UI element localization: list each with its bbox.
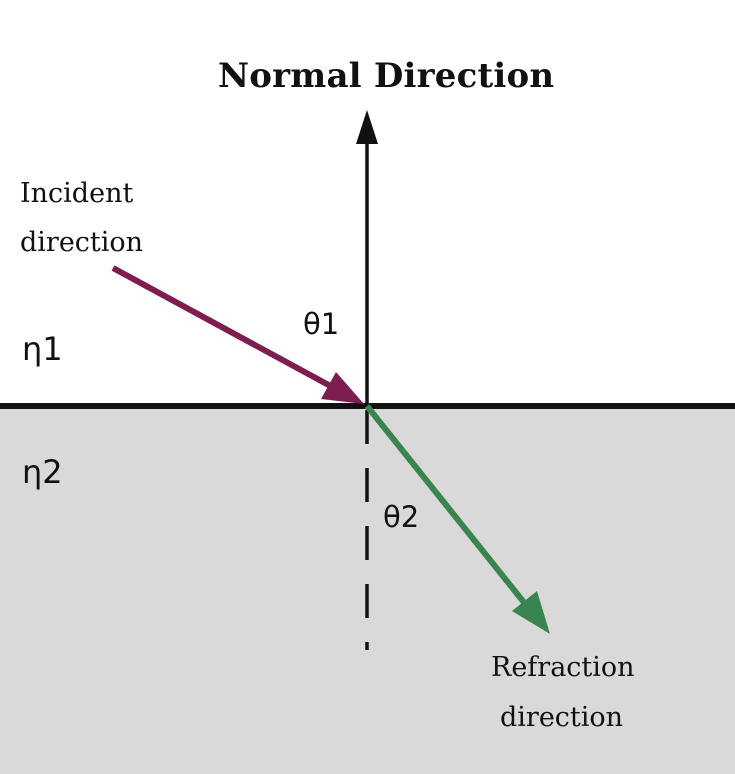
diagram-title: Normal Direction <box>218 56 555 96</box>
refraction-ray <box>364 404 533 612</box>
normal-arrowhead <box>356 110 378 144</box>
refraction-label-line-1: Refraction <box>491 652 635 683</box>
incident-label-line-2: direction <box>20 227 144 258</box>
refraction-angle-label: θ2 <box>383 500 420 534</box>
incident-label-line-1: Incident <box>20 178 134 209</box>
refraction-label-line-2: direction <box>500 702 624 733</box>
incident-ray <box>111 265 338 392</box>
incident-angle-label: θ1 <box>303 307 340 341</box>
upper-medium-label: η1 <box>22 330 63 368</box>
incident-arrowhead <box>321 372 364 404</box>
lower-medium-label: η2 <box>22 453 63 491</box>
refraction-arrowhead <box>512 591 550 634</box>
